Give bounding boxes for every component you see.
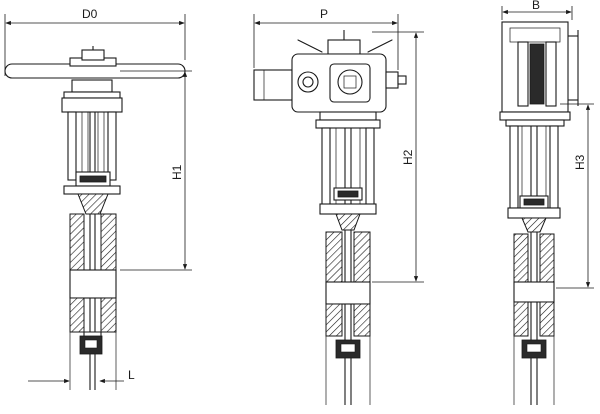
p-label: P <box>320 7 328 21</box>
electric-actuator-valve-view: P H2 <box>253 7 424 405</box>
pneumatic-actuator-valve-view: B H3 <box>499 0 594 405</box>
h3-label: H3 <box>573 154 587 170</box>
h1-label: H1 <box>170 164 184 180</box>
handwheel-valve-view: D0 H1 L <box>4 7 192 390</box>
b-label: B <box>532 0 540 12</box>
h2-label: H2 <box>401 149 415 165</box>
actuator-motor <box>253 69 293 101</box>
l-label: L <box>128 368 135 382</box>
d0-label: D0 <box>82 7 98 21</box>
